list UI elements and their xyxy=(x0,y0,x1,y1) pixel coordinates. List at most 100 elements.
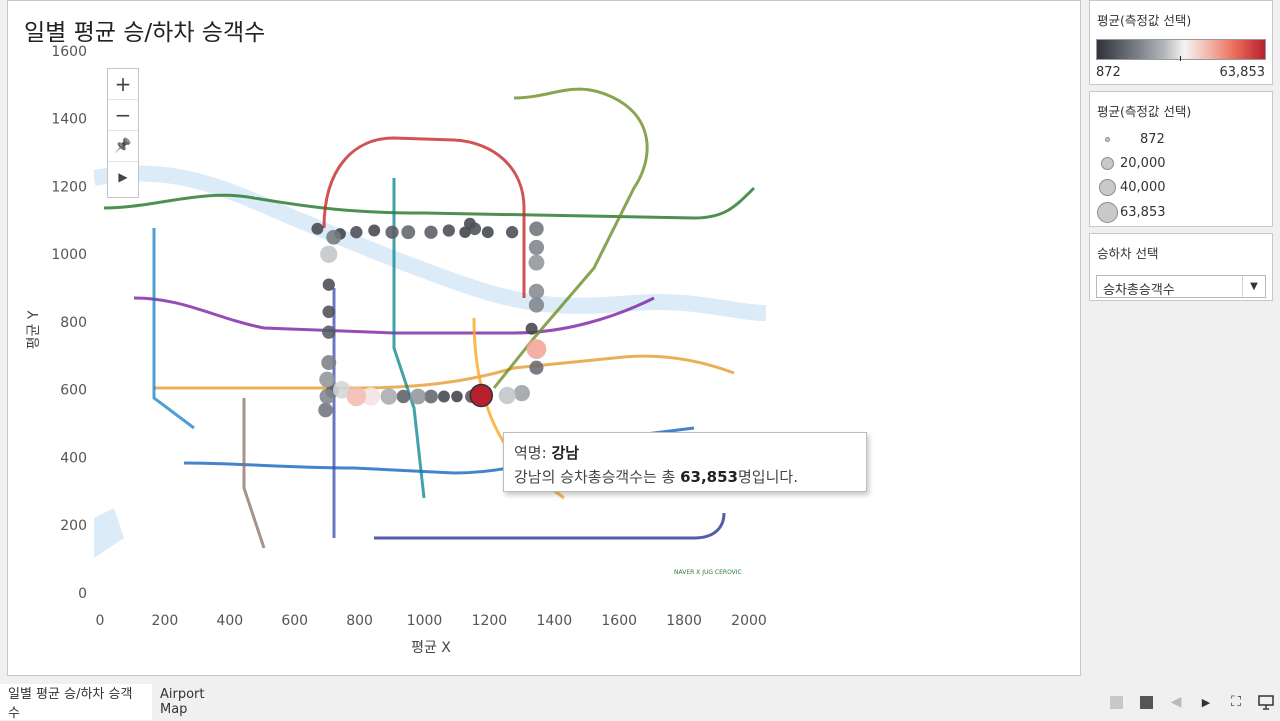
tab-daily-average[interactable]: 일별 평균 승/하차 승객수 xyxy=(0,684,152,721)
station-point[interactable] xyxy=(332,380,351,399)
station-point[interactable] xyxy=(321,355,337,371)
x-tick-label: 2000 xyxy=(731,613,767,629)
y-tick-label: 1400 xyxy=(51,112,87,128)
station-point[interactable] xyxy=(380,388,398,405)
station-point[interactable] xyxy=(442,224,455,237)
station-point[interactable] xyxy=(528,254,545,271)
size-legend-dot xyxy=(1100,157,1114,170)
single-view-icon[interactable] xyxy=(1138,694,1154,710)
station-point[interactable] xyxy=(529,360,544,375)
subway-map-background: NAVER X JUG CEROVIC xyxy=(92,68,767,599)
x-tick-label: 1600 xyxy=(601,613,637,629)
station-point[interactable] xyxy=(319,388,335,405)
tooltip-value: 63,853 xyxy=(680,468,738,486)
filter-panel: 승하차 선택 승차총승객수 ▼ xyxy=(1089,233,1273,301)
station-point[interactable] xyxy=(361,387,381,406)
pin-icon[interactable]: 📌 xyxy=(108,131,138,162)
y-tick-label: 400 xyxy=(60,450,87,466)
station-point[interactable] xyxy=(385,225,399,239)
play-icon[interactable]: ▶ xyxy=(118,170,128,184)
station-point[interactable] xyxy=(319,371,336,388)
station-points xyxy=(311,217,547,418)
station-point[interactable] xyxy=(424,225,438,239)
color-legend-panel: 평균(측정값 선택) 872 63,853 xyxy=(1089,0,1273,85)
tooltip-station: 강남 xyxy=(551,444,580,462)
tab-airport-map[interactable]: Airport Map xyxy=(160,687,205,717)
station-point[interactable] xyxy=(438,390,450,403)
size-legend-label: 872 xyxy=(1140,132,1165,147)
station-point[interactable] xyxy=(481,226,494,239)
grid-view-icon[interactable] xyxy=(1108,694,1124,710)
station-point[interactable] xyxy=(505,226,519,239)
size-legend-item: 20,000 xyxy=(1096,156,1166,171)
x-tick-label: 0 xyxy=(96,613,105,629)
tooltip-line2-suffix: 명입니다. xyxy=(738,468,798,486)
next-icon[interactable]: ▶ xyxy=(1201,695,1211,709)
size-legend-item: 872 xyxy=(1096,132,1165,147)
station-point[interactable] xyxy=(318,402,333,418)
map-toolbar: + − 📌 ▶ xyxy=(107,68,139,198)
y-tick-label: 1200 xyxy=(51,179,87,195)
station-point[interactable] xyxy=(350,226,363,239)
station-point[interactable] xyxy=(528,297,545,313)
station-point[interactable] xyxy=(513,385,530,402)
presentation-icon[interactable] xyxy=(1258,694,1274,710)
station-point[interactable] xyxy=(526,339,547,359)
station-point[interactable] xyxy=(320,245,338,263)
station-point[interactable] xyxy=(322,325,336,339)
x-tick-label: 1000 xyxy=(407,613,443,629)
chevron-down-icon[interactable]: ▼ xyxy=(1242,276,1265,297)
station-point[interactable] xyxy=(529,221,544,237)
y-tick-label: 600 xyxy=(60,383,87,399)
svg-text:NAVER X JUG CEROVIC: NAVER X JUG CEROVIC xyxy=(674,569,742,576)
station-point[interactable] xyxy=(468,222,482,236)
size-legend-label: 40,000 xyxy=(1120,180,1166,195)
station-tooltip: 역명: 강남 강남의 승차총승객수는 총 63,853명입니다. xyxy=(503,432,867,492)
station-point[interactable] xyxy=(528,283,545,300)
previous-icon[interactable]: ◀ xyxy=(1170,694,1182,710)
station-point[interactable] xyxy=(326,229,342,245)
y-tick-label: 800 xyxy=(60,315,87,331)
zoom-in-button[interactable]: + xyxy=(108,69,138,100)
station-point[interactable] xyxy=(424,389,438,404)
x-tick-label: 1200 xyxy=(472,613,508,629)
size-legend-item: 40,000 xyxy=(1096,179,1166,196)
station-point[interactable] xyxy=(396,389,411,404)
size-legend-panel: 평균(측정값 선택) 872 20,000 40,000 63,853 xyxy=(1089,91,1273,227)
station-point[interactable] xyxy=(346,386,367,407)
station-point[interactable] xyxy=(498,386,516,405)
y-tick-label: 0 xyxy=(78,586,87,602)
size-legend-title: 평균(측정값 선택) xyxy=(1097,104,1192,119)
fullscreen-icon[interactable]: ⛶ xyxy=(1231,694,1241,710)
x-tick-label: 200 xyxy=(152,613,179,629)
station-point[interactable] xyxy=(322,278,335,291)
station-point[interactable] xyxy=(525,322,538,335)
size-legend-dot xyxy=(1098,179,1116,196)
x-tick-label: 400 xyxy=(216,613,243,629)
color-legend-min: 872 xyxy=(1096,65,1121,80)
sheet-tab-bar: 일별 평균 승/하차 승객수 Airport Map ◀ ▶ ⛶ xyxy=(0,684,1280,721)
station-point[interactable] xyxy=(322,305,336,319)
x-tick-label: 600 xyxy=(281,613,308,629)
size-legend-label: 63,853 xyxy=(1120,205,1166,220)
size-legend-dot xyxy=(1096,202,1118,223)
station-point[interactable] xyxy=(368,224,381,237)
x-tick-label: 800 xyxy=(346,613,373,629)
y-tick-label: 1000 xyxy=(51,247,87,263)
station-point[interactable] xyxy=(311,222,324,235)
tooltip-prefix: 역명: xyxy=(514,444,552,462)
color-ramp xyxy=(1096,39,1266,60)
zoom-out-button[interactable]: − xyxy=(108,100,138,131)
y-axis-title: 평균 Y xyxy=(26,310,42,349)
tooltip-line2-prefix: 강남의 승차총승객수는 총 xyxy=(514,468,681,486)
boarding-type-dropdown[interactable]: 승차총승객수 ▼ xyxy=(1096,275,1266,298)
dropdown-value: 승차총승객수 xyxy=(1103,283,1175,298)
station-point[interactable] xyxy=(451,390,463,403)
station-point[interactable] xyxy=(528,239,545,256)
station-point[interactable] xyxy=(401,225,416,240)
station-point[interactable] xyxy=(410,388,426,405)
color-legend-max: 63,853 xyxy=(1219,65,1266,80)
view-controls: ◀ ▶ ⛶ xyxy=(1108,684,1274,720)
station-point[interactable] xyxy=(469,383,494,408)
